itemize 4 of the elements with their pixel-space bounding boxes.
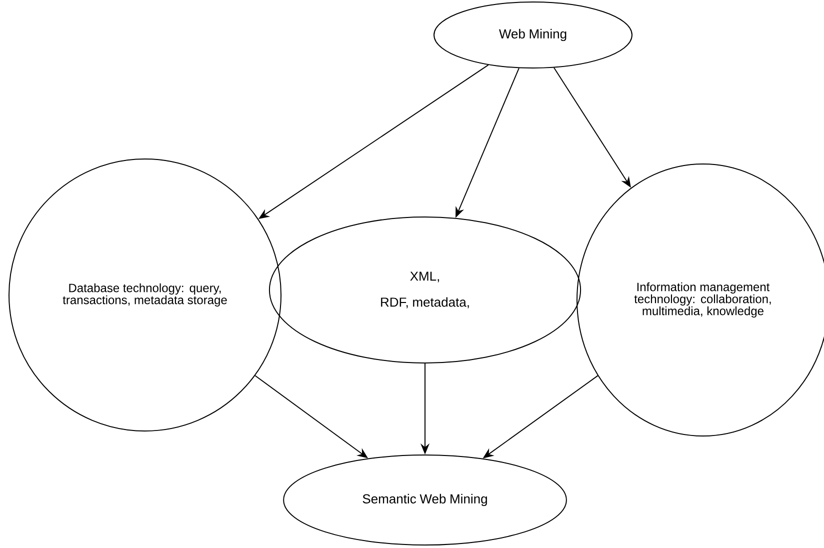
ellipse-node: Web Mining — [434, 2, 632, 68]
ellipse-node: Semantic Web Mining — [283, 454, 567, 546]
circle-node: Database technology: query, transactions, metadata storage — [8, 158, 282, 432]
ellipse-node: XML, RDF, metadata, — [268, 216, 582, 364]
